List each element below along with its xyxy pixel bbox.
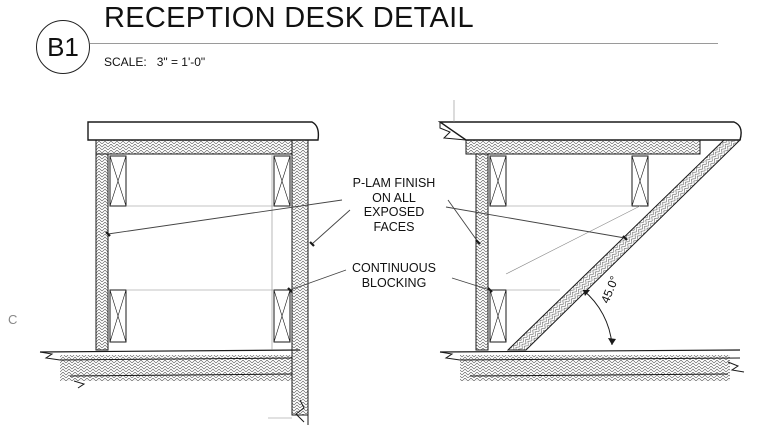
right-back-panel xyxy=(475,153,489,351)
left-countertop xyxy=(87,121,320,155)
plam-finish-note: P-LAM FINISH ON ALL EXPOSED FACES xyxy=(340,176,448,234)
plam-note-line-3: EXPOSED xyxy=(363,205,425,219)
left-guide-lines xyxy=(126,154,292,419)
right-floor-slab xyxy=(439,349,745,381)
title-block: B1 RECEPTION DESK DETAIL SCALE: 3" = 1'-0… xyxy=(0,0,760,80)
left-floor-slab xyxy=(39,349,301,389)
detail-tag: B1 xyxy=(36,20,90,74)
plam-note-line-2: ON ALL xyxy=(372,190,416,205)
plam-note-line-4: FACES xyxy=(373,219,415,234)
margin-mark: C xyxy=(8,312,18,327)
right-angled-panel xyxy=(506,139,742,351)
leader-lines xyxy=(107,199,626,291)
right-blocking xyxy=(489,155,649,343)
right-guide-lines xyxy=(505,205,641,291)
leader-ticks xyxy=(105,231,628,293)
blocking-note: CONTINUOUS BLOCKING xyxy=(336,261,452,290)
left-front-panel xyxy=(291,139,309,425)
right-countertop xyxy=(437,100,742,155)
blocking-note-line-2: BLOCKING xyxy=(361,275,427,290)
left-detail xyxy=(39,121,320,425)
plam-note-line-1: P-LAM FINISH xyxy=(352,176,436,190)
scale-value: 3" = 1'-0" xyxy=(156,55,206,69)
scale-note: SCALE: 3" = 1'-0" xyxy=(104,55,205,69)
scale-label: SCALE: xyxy=(104,55,147,69)
right-detail xyxy=(437,100,745,381)
blocking-note-line-1: CONTINUOUS xyxy=(351,261,437,275)
title-rule xyxy=(90,43,718,44)
left-side-panel xyxy=(95,153,109,351)
angle-dimension xyxy=(582,289,616,346)
left-blocking xyxy=(109,155,291,343)
drawing-title: RECEPTION DESK DETAIL xyxy=(104,2,474,34)
